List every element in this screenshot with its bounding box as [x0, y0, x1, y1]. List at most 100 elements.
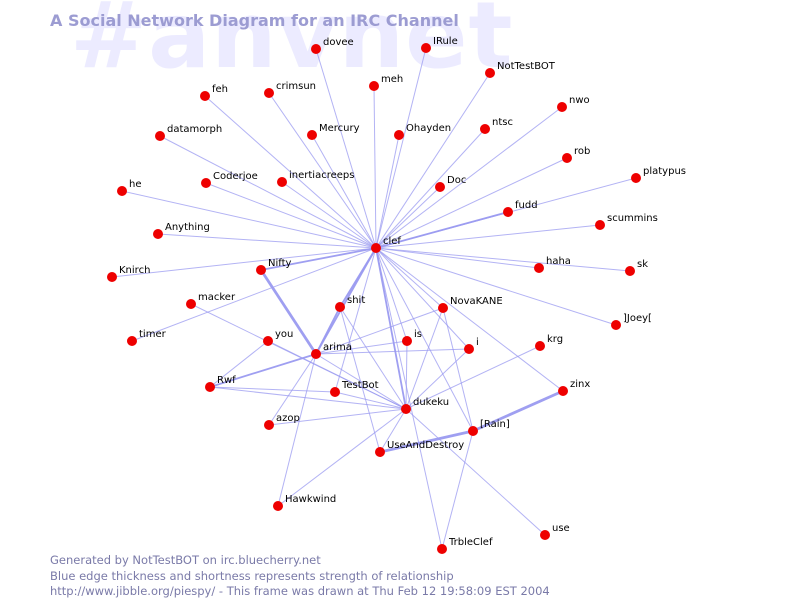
- node-label: fudd: [515, 200, 538, 211]
- node-label: Nifty: [268, 258, 292, 269]
- edge-shit-arima: [315, 306, 341, 355]
- node-crimsun: crimsun: [264, 81, 316, 98]
- node-rob: rob: [562, 146, 590, 163]
- node-label: nwo: [569, 95, 590, 106]
- edge-clef-i: [375, 247, 470, 350]
- node-inertiacreeps: inertiacreeps: [277, 170, 354, 187]
- node-label: he: [129, 179, 142, 190]
- node-dot: [464, 344, 474, 354]
- edge-Rwf-dukeku: [209, 386, 407, 410]
- node-label: dukeku: [413, 397, 449, 408]
- edges-layer: [111, 47, 637, 550]
- edge-NovaKANE-Rain: [442, 307, 474, 432]
- node-label: arima: [323, 342, 352, 353]
- node-Rain: [Rain]: [468, 419, 510, 436]
- node-meh: meh: [369, 74, 403, 91]
- edge-clef-Anything: [157, 233, 377, 249]
- edge-Rain-TrbleClef: [441, 430, 474, 550]
- node-dot: [264, 88, 274, 98]
- footer-legend-note: Blue edge thickness and shortness repres…: [50, 569, 454, 583]
- node-dot: [402, 336, 412, 346]
- node-dot: [371, 243, 381, 253]
- node-sk: sk: [625, 259, 648, 276]
- node-Mercury: Mercury: [307, 123, 360, 140]
- node-Nifty: Nifty: [256, 258, 292, 275]
- edge-dukeku-NovaKANE: [405, 307, 444, 410]
- node-label: crimsun: [276, 81, 316, 92]
- node-JJoey[: ]Joey[: [611, 313, 652, 330]
- node-dot: [277, 177, 287, 187]
- edge-clef-dukeku: [375, 247, 407, 410]
- node-arima: arima: [311, 342, 352, 359]
- node-dot: [311, 44, 321, 54]
- edge-clef-inertiacreeps: [281, 181, 377, 249]
- edge-dukeku-use: [405, 408, 546, 536]
- node-NotTestBOT: NotTestBOT: [485, 61, 556, 78]
- edge-clef-Ohayden: [375, 134, 400, 249]
- node-label: shit: [347, 295, 365, 306]
- node-TrbleClef: TrbleClef: [437, 537, 493, 554]
- node-label: Doc: [447, 175, 466, 186]
- node-label: datamorph: [167, 124, 222, 135]
- node-dot: [534, 263, 544, 273]
- node-nwo: nwo: [557, 95, 590, 112]
- node-label: macker: [198, 292, 236, 303]
- edge-TestBot-dukeku: [334, 391, 407, 410]
- node-label: TrbleClef: [448, 537, 493, 548]
- node-UseAndDestroy: UseAndDestroy: [375, 440, 464, 457]
- node-dot: [369, 81, 379, 91]
- node-IRule: IRule: [421, 36, 458, 53]
- node-Doc: Doc: [435, 175, 466, 192]
- node-fudd: fudd: [503, 200, 538, 217]
- edge-clef-zinx: [375, 247, 564, 392]
- footer-generated-by: Generated by NotTestBOT on irc.bluecherr…: [50, 553, 321, 567]
- node-haha: haha: [534, 256, 571, 273]
- edge-you-Rwf: [209, 340, 269, 388]
- edge-arima-NovaKANE: [315, 307, 444, 355]
- edge-Nifty-arima: [259, 269, 318, 355]
- node-dot: [480, 124, 490, 134]
- node-dot: [201, 178, 211, 188]
- edge-clef-fudd: [375, 211, 509, 249]
- node-dot: [127, 336, 137, 346]
- node-dot: [205, 382, 215, 392]
- node-label: inertiacreeps: [289, 170, 354, 181]
- node-label: Coderjoe: [213, 171, 258, 182]
- node-label: Rwf: [217, 375, 236, 386]
- edge-clef-haha: [375, 247, 540, 269]
- node-label: NotTestBOT: [497, 61, 556, 72]
- node-dot: [330, 387, 340, 397]
- edge-arima-Hawkwind: [277, 353, 317, 507]
- node-dot: [375, 447, 385, 457]
- edge-clef-TrbleClef: [375, 247, 443, 550]
- node-label: use: [552, 523, 570, 534]
- node-is: is: [402, 329, 422, 346]
- node-Knirch: Knirch: [107, 265, 150, 282]
- diagram-title: A Social Network Diagram for an IRC Chan…: [50, 11, 459, 30]
- node-i: i: [464, 337, 479, 354]
- edge-Rain-zinx: [472, 389, 564, 433]
- node-timer: timer: [127, 329, 167, 346]
- node-platypus: platypus: [631, 166, 686, 183]
- edge-clef-datamorph: [159, 135, 377, 249]
- edge-shit-dukeku: [339, 306, 407, 410]
- node-label: UseAndDestroy: [387, 440, 464, 451]
- edge-arima-dukeku: [315, 353, 407, 410]
- edge-clef-crimsun: [268, 92, 377, 249]
- node-dot: [558, 386, 568, 396]
- node-you: you: [263, 329, 293, 346]
- node-dot: [468, 426, 478, 436]
- node-dot: [540, 530, 550, 540]
- edge-shit-UseAndDestroy: [339, 306, 381, 453]
- edge-Rwf-TestBot: [209, 386, 336, 393]
- node-dovee: dovee: [311, 37, 354, 54]
- edge-clef-he: [121, 190, 377, 249]
- node-label: scummins: [607, 213, 658, 224]
- node-feh: feh: [200, 84, 228, 101]
- node-dot: [631, 173, 641, 183]
- node-dot: [311, 349, 321, 359]
- edge-clef-Doc: [375, 186, 441, 249]
- node-dot: [401, 404, 411, 414]
